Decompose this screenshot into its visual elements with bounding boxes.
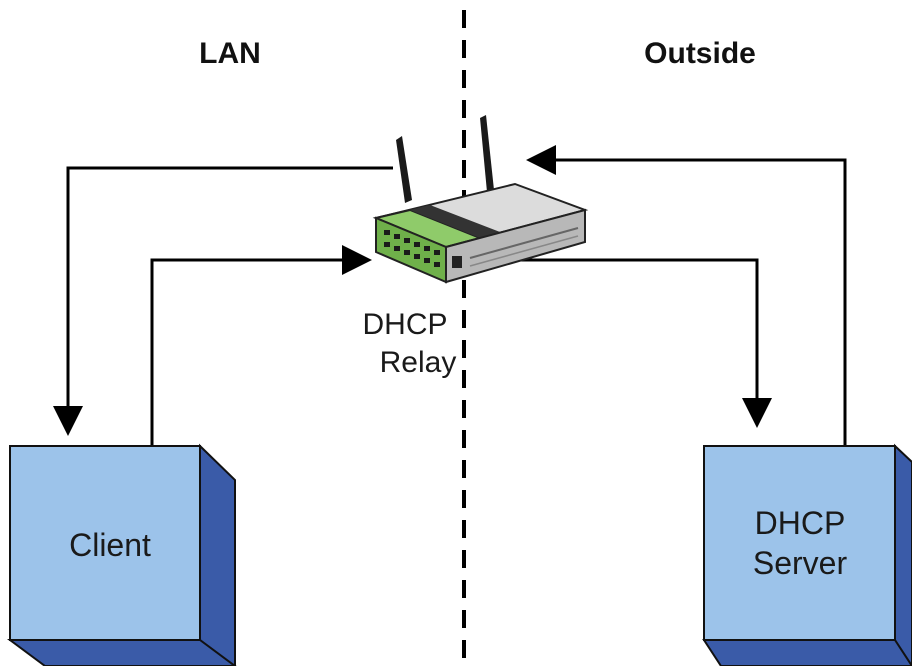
client-box: Client	[6, 443, 237, 666]
dhcp-server-box: DHCP Server	[702, 443, 912, 666]
relay-label-line2: Relay	[380, 346, 457, 379]
client-label: Client	[69, 527, 151, 563]
lan-zone-label: LAN	[199, 37, 261, 70]
router-icon	[372, 115, 589, 284]
outside-zone-label: Outside	[644, 37, 756, 70]
arrow-client-to-relay	[150, 245, 372, 446]
arrow-server-to-relay	[526, 145, 847, 446]
server-label-line1: DHCP	[755, 505, 846, 541]
relay-label-line1: DHCP	[362, 308, 447, 341]
arrow-relay-to-server	[464, 258, 772, 428]
server-label-line2: Server	[753, 545, 848, 581]
arrow-relay-to-client	[53, 166, 393, 436]
